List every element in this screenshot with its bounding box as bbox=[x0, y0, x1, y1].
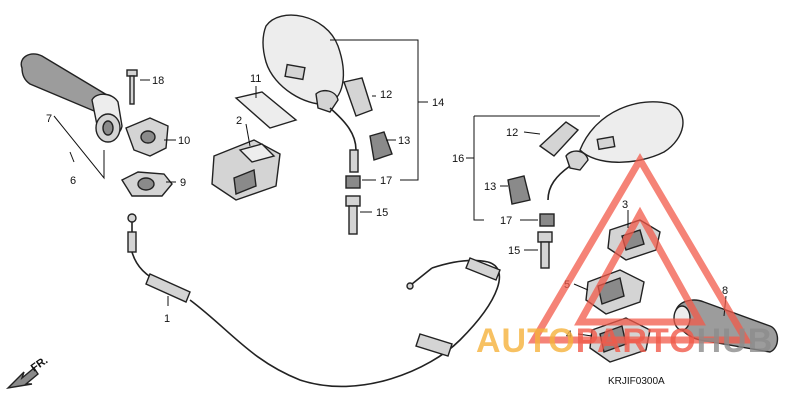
watermark-triangle-outer bbox=[527, 153, 753, 344]
callout-12-right: 12 bbox=[506, 127, 518, 139]
callout-11: 11 bbox=[250, 73, 261, 85]
callout-18: 18 bbox=[152, 75, 164, 87]
housing-bore bbox=[140, 130, 156, 144]
left-handlebar-switch bbox=[211, 139, 281, 201]
callout-15-left: 15 bbox=[376, 207, 388, 219]
callout-2: 2 bbox=[236, 115, 242, 127]
callout-15-right: 15 bbox=[508, 245, 520, 257]
right-mirror bbox=[547, 101, 684, 201]
callout-8: 8 bbox=[722, 285, 728, 297]
mirror-nut-right bbox=[539, 213, 555, 227]
callout-12-left: 12 bbox=[380, 89, 392, 101]
callout-6: 6 bbox=[70, 175, 76, 187]
callout-14: 14 bbox=[432, 97, 444, 109]
diagram-code: KRJIF0300A bbox=[608, 376, 665, 387]
throttle-grip bbox=[20, 53, 123, 143]
callout-7: 7 bbox=[46, 113, 52, 125]
callout-3: 3 bbox=[622, 199, 628, 211]
callout-1: 1 bbox=[164, 313, 170, 325]
watermark-logo: AUTOPARTOHUB bbox=[476, 153, 773, 360]
mirror-boot-right bbox=[538, 121, 580, 157]
left-mirror bbox=[262, 14, 359, 173]
callout-4: 4 bbox=[566, 329, 572, 341]
throttle-cable bbox=[127, 213, 501, 388]
mirror-adapter-right bbox=[537, 231, 553, 269]
callout-13-right: 13 bbox=[484, 181, 496, 193]
mirror-boot-left bbox=[343, 77, 373, 117]
callout-9: 9 bbox=[180, 177, 186, 189]
mirror-nut-cover-left bbox=[369, 131, 393, 161]
bolt-18 bbox=[126, 69, 138, 105]
mirror-nut-cover-right bbox=[507, 175, 531, 205]
mirror-adapter-left bbox=[345, 195, 361, 235]
housing-bore-lower bbox=[137, 177, 155, 191]
mirror-nut-left bbox=[345, 175, 361, 189]
watermark-triangle-inner bbox=[574, 206, 706, 326]
leader-lines bbox=[53, 39, 727, 337]
watermark-text: AUTOPARTOHUB bbox=[476, 322, 773, 360]
front-direction-arrow bbox=[5, 366, 39, 390]
switch-cover bbox=[234, 91, 298, 129]
callout-10: 10 bbox=[178, 135, 190, 147]
callout-17-right: 17 bbox=[500, 215, 512, 227]
callout-13-left: 13 bbox=[398, 135, 410, 147]
callout-17-left: 17 bbox=[380, 175, 392, 187]
callout-16: 16 bbox=[452, 153, 464, 165]
